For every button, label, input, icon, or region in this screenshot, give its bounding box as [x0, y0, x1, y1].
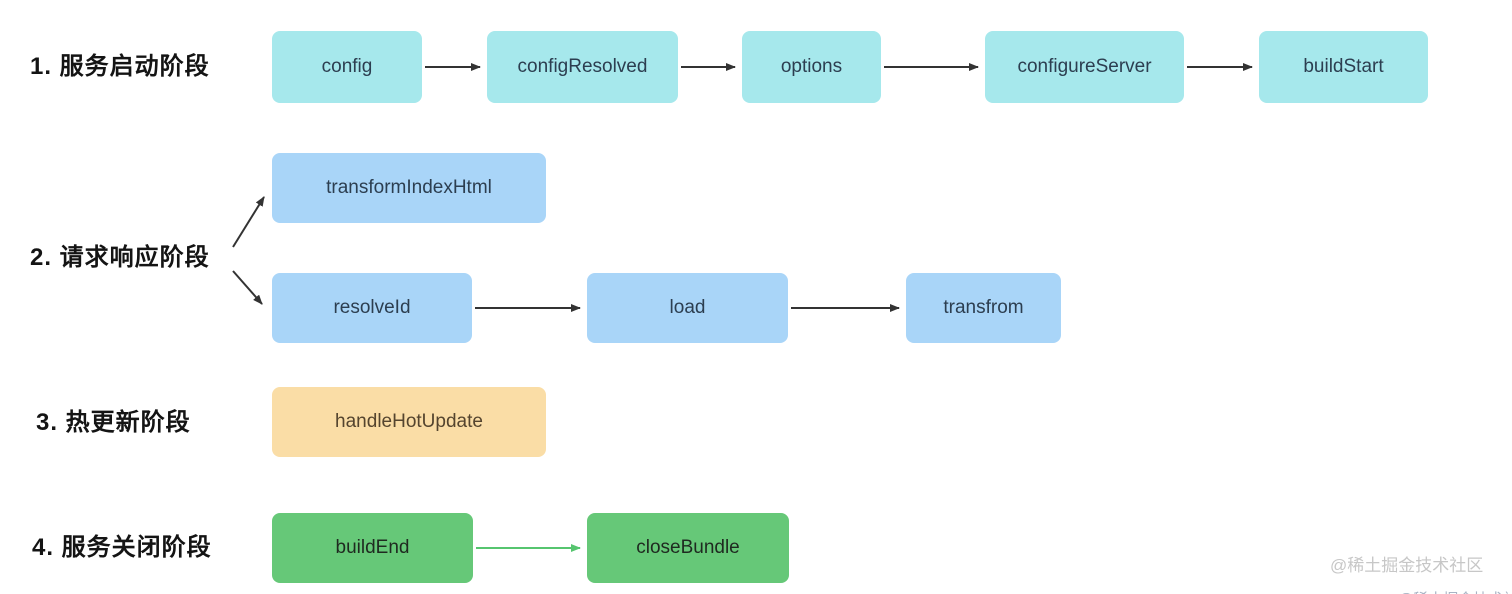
hook-box-buildstart: buildStart: [1259, 31, 1428, 103]
phase-label-server-start: 1. 服务启动阶段: [30, 53, 210, 80]
hook-box-transformindexhtml: transformIndexHtml: [272, 153, 546, 223]
hook-box-closebundle: closeBundle: [587, 513, 789, 583]
hook-box-config: config: [272, 31, 422, 103]
hook-box-configresolved: configResolved: [487, 31, 678, 103]
hook-box-transfrom: transfrom: [906, 273, 1061, 343]
arrow-branch-transformindexhtml: [232, 196, 265, 248]
hook-box-load: load: [587, 273, 788, 343]
arrow-branch-resolveid: [232, 270, 263, 305]
phase-label-server-close: 4. 服务关闭阶段: [32, 534, 212, 561]
hook-box-options: options: [742, 31, 881, 103]
hook-box-buildend: buildEnd: [272, 513, 473, 583]
watermark-juejin: @稀土掘金技术社区: [1330, 556, 1484, 575]
hook-box-resolveid: resolveId: [272, 273, 472, 343]
watermark-juejin-cut: @稀土掘金技术社区: [1398, 588, 1512, 594]
phase-label-hot-update: 3. 热更新阶段: [36, 409, 191, 436]
hook-box-handlehotupdate: handleHotUpdate: [272, 387, 546, 457]
phase-label-request-response: 2. 请求响应阶段: [30, 244, 210, 271]
hook-box-configureserver: configureServer: [985, 31, 1184, 103]
